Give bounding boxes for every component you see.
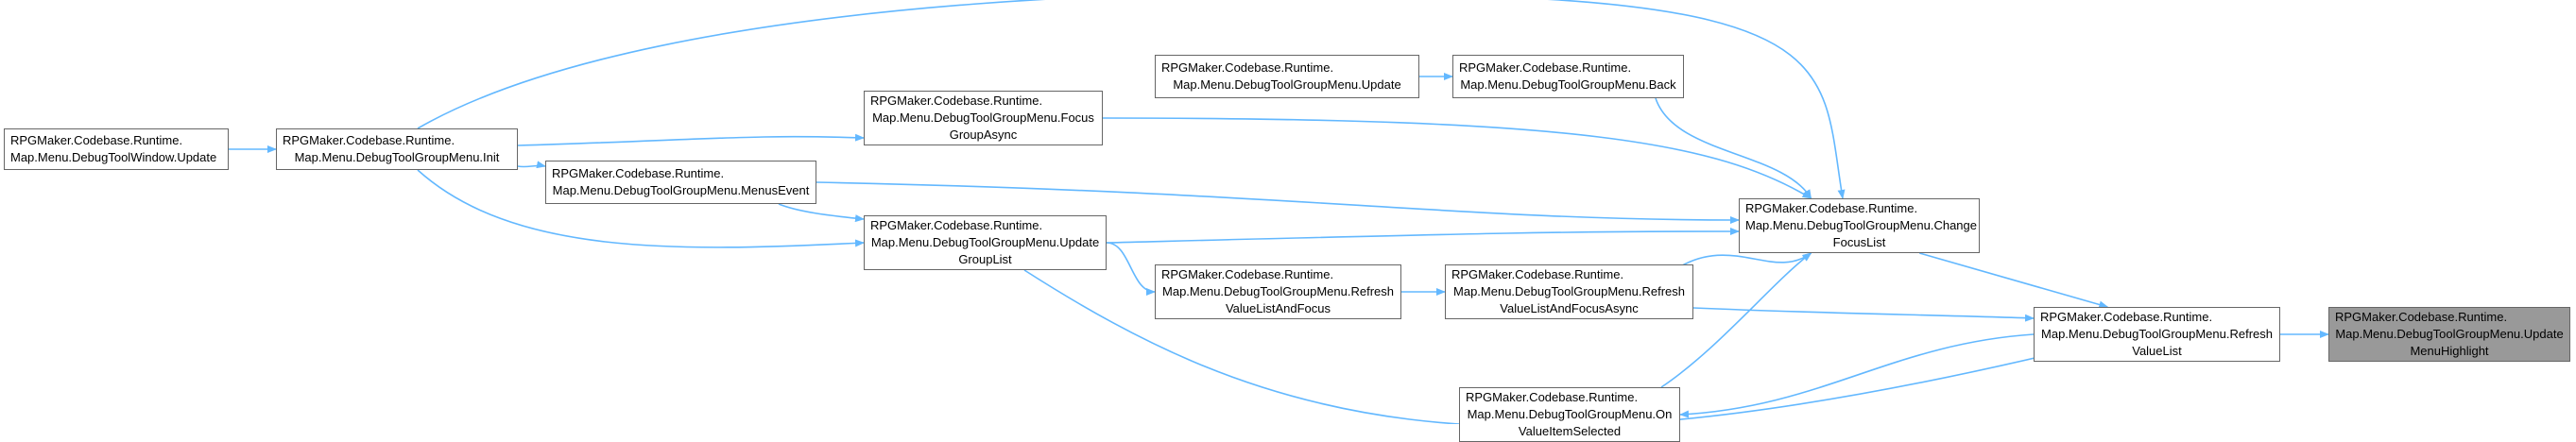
call-graph: RPGMaker.Codebase.Runtime. Map.Menu.Debu… bbox=[4, 0, 2570, 442]
edge-on-value-item-selected-to-change-focus-list bbox=[1660, 252, 1812, 388]
node-line: Map.Menu.DebugToolGroupMenu.Update bbox=[1173, 77, 1401, 92]
node-line: MenuHighlight bbox=[2410, 344, 2489, 358]
edge-update-group-list-to-refresh-value-list-and-focus bbox=[1106, 242, 1156, 296]
edge-init-to-change-focus-list bbox=[417, 0, 1846, 199]
node-debug-tool-group-menu-refresh-value-list-and-focus[interactable]: RPGMaker.Codebase.Runtime. Map.Menu.Debu… bbox=[1155, 264, 1401, 319]
node-line: RPGMaker.Codebase.Runtime. bbox=[10, 133, 183, 147]
node-line: RPGMaker.Codebase.Runtime. bbox=[2335, 310, 2508, 324]
node-line: RPGMaker.Codebase.Runtime. bbox=[1745, 201, 1918, 215]
node-line: Map.Menu.DebugToolGroupMenu.MenusEvent bbox=[552, 183, 810, 197]
node-line: RPGMaker.Codebase.Runtime. bbox=[283, 133, 455, 147]
node-line: RPGMaker.Codebase.Runtime. bbox=[1459, 60, 1632, 75]
node-line: ValueListAndFocusAsync bbox=[1500, 301, 1639, 315]
node-debug-tool-group-menu-change-focus-list[interactable]: RPGMaker.Codebase.Runtime. Map.Menu.Debu… bbox=[1739, 198, 1980, 253]
node-debug-tool-group-menu-refresh-value-list[interactable]: RPGMaker.Codebase.Runtime. Map.Menu.Debu… bbox=[2034, 307, 2280, 362]
node-line: RPGMaker.Codebase.Runtime. bbox=[870, 218, 1043, 232]
node-line: RPGMaker.Codebase.Runtime. bbox=[870, 94, 1043, 108]
edge-refresh-value-list-and-focus-async-to-change-focus-list bbox=[1674, 252, 1812, 271]
edge-focus-group-async-to-change-focus-list bbox=[1102, 117, 1812, 199]
node-line: FocusList bbox=[1832, 235, 1886, 249]
node-debug-tool-group-menu-on-value-item-selected[interactable]: RPGMaker.Codebase.Runtime. Map.Menu.Debu… bbox=[1459, 387, 1680, 442]
node-line: Map.Menu.DebugToolGroupMenu.On bbox=[1467, 407, 1673, 421]
node-line: Map.Menu.DebugToolGroupMenu.Refresh bbox=[1453, 284, 1685, 298]
node-debug-tool-group-menu-refresh-value-list-and-focus-async[interactable]: RPGMaker.Codebase.Runtime. Map.Menu.Debu… bbox=[1445, 264, 1693, 319]
edge-refresh-value-list-and-focus-async-to-refresh-value-list bbox=[1692, 307, 2035, 322]
node-debug-tool-group-menu-update[interactable]: RPGMaker.Codebase.Runtime. Map.Menu.Debu… bbox=[1155, 55, 1419, 98]
node-line: Map.Menu.DebugToolGroupMenu.Update bbox=[2335, 327, 2564, 341]
node-line: Map.Menu.DebugToolGroupMenu.Back bbox=[1460, 77, 1676, 92]
node-line: Map.Menu.DebugToolGroupMenu.Change bbox=[1745, 218, 1977, 232]
node-debug-tool-group-menu-menus-event[interactable]: RPGMaker.Codebase.Runtime. Map.Menu.Debu… bbox=[545, 161, 816, 204]
node-debug-tool-group-menu-init[interactable]: RPGMaker.Codebase.Runtime. Map.Menu.Debu… bbox=[276, 128, 518, 170]
node-line: RPGMaker.Codebase.Runtime. bbox=[2040, 310, 2213, 324]
node-debug-tool-group-menu-update-group-list[interactable]: RPGMaker.Codebase.Runtime. Map.Menu.Debu… bbox=[864, 215, 1107, 270]
node-line: Map.Menu.DebugToolGroupMenu.Focus bbox=[872, 110, 1094, 125]
edge-init-to-focus-group-async bbox=[517, 133, 865, 146]
edge-update-group-list-to-change-focus-list bbox=[1106, 228, 1740, 244]
node-line: RPGMaker.Codebase.Runtime. bbox=[1161, 267, 1334, 281]
node-line: Map.Menu.DebugToolGroupMenu.Init bbox=[294, 150, 500, 164]
node-debug-tool-window-update[interactable]: RPGMaker.Codebase.Runtime. Map.Menu.Debu… bbox=[4, 128, 229, 170]
node-line: ValueItemSelected bbox=[1518, 424, 1622, 438]
edge-refresh-value-list-to-on-value-item-selected bbox=[1679, 333, 2035, 418]
node-line: RPGMaker.Codebase.Runtime. bbox=[1466, 390, 1639, 404]
node-debug-tool-group-menu-update-menu-highlight[interactable]: RPGMaker.Codebase.Runtime. Map.Menu.Debu… bbox=[2328, 307, 2570, 362]
node-line: RPGMaker.Codebase.Runtime. bbox=[1451, 267, 1624, 281]
call-graph-edges bbox=[228, 0, 2329, 424]
node-line: RPGMaker.Codebase.Runtime. bbox=[1161, 60, 1334, 75]
node-line: Map.Menu.DebugToolGroupMenu.Update bbox=[870, 235, 1100, 249]
edge-back-to-change-focus-list bbox=[1655, 97, 1812, 199]
node-line: Map.Menu.DebugToolWindow.Update bbox=[10, 150, 217, 164]
node-debug-tool-group-menu-back[interactable]: RPGMaker.Codebase.Runtime. Map.Menu.Debu… bbox=[1452, 55, 1684, 98]
node-debug-tool-group-menu-focus-group-async[interactable]: RPGMaker.Codebase.Runtime. Map.Menu.Debu… bbox=[864, 91, 1103, 145]
node-line: ValueList bbox=[2132, 344, 2182, 358]
node-line: Map.Menu.DebugToolGroupMenu.Refresh bbox=[2041, 327, 2273, 341]
node-line: Map.Menu.DebugToolGroupMenu.Refresh bbox=[1162, 284, 1394, 298]
edge-update-group-list-to-refresh-value-list bbox=[1023, 269, 2044, 424]
node-line: GroupAsync bbox=[949, 128, 1018, 142]
edge-menus-event-to-update-group-list bbox=[778, 203, 865, 223]
edge-init-to-update-group-list bbox=[417, 169, 865, 248]
node-line: GroupList bbox=[958, 252, 1012, 266]
edge-menus-event-to-change-focus-list bbox=[816, 181, 1740, 224]
node-line: RPGMaker.Codebase.Runtime. bbox=[552, 166, 725, 180]
edge-init-to-menus-event bbox=[517, 161, 546, 169]
edge-change-focus-list-to-refresh-value-list bbox=[1919, 252, 2109, 309]
node-line: ValueListAndFocus bbox=[1225, 301, 1331, 315]
